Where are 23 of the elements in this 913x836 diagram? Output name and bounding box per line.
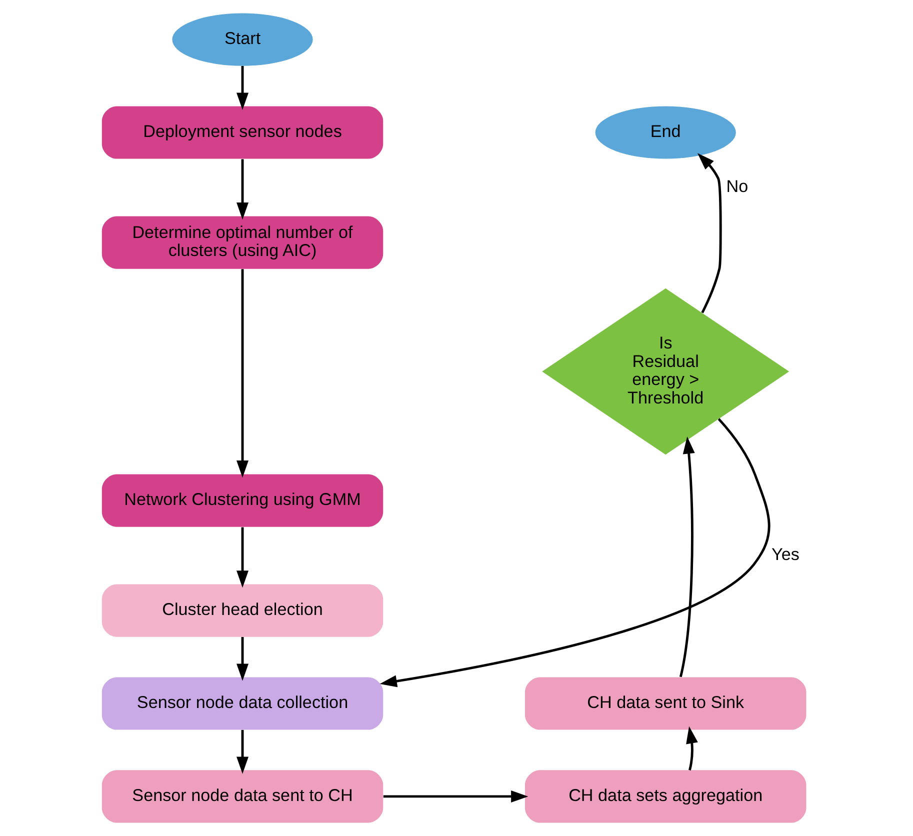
node-box: Network Clustering using GMM [102, 474, 384, 527]
arrow [383, 790, 528, 802]
arrow [697, 153, 722, 314]
arrow [236, 730, 249, 774]
arrow [686, 726, 698, 770]
node-box: Determine optimal number of clusters (using AIC) [102, 216, 384, 269]
node-box: Sensor node data collection [102, 677, 384, 730]
node-ellipse: End [595, 106, 736, 159]
arrow [236, 159, 249, 220]
node-box: Cluster head election [102, 584, 384, 637]
edge-label: No [726, 177, 748, 196]
arrow [236, 527, 249, 588]
edge-label: Yes [772, 545, 800, 564]
arrow [236, 637, 249, 681]
node-ellipse: Start [172, 13, 313, 66]
arrow [679, 436, 695, 678]
node-box: CH data sets aggregation [524, 770, 806, 823]
arrow [236, 269, 249, 478]
node-box: Sensor node data sent to CH [102, 770, 384, 823]
node-box: Deployment sensor nodes [102, 106, 384, 159]
arrow [236, 66, 249, 110]
node-box: CH data sent to Sink [524, 677, 806, 730]
arrow [380, 418, 770, 688]
